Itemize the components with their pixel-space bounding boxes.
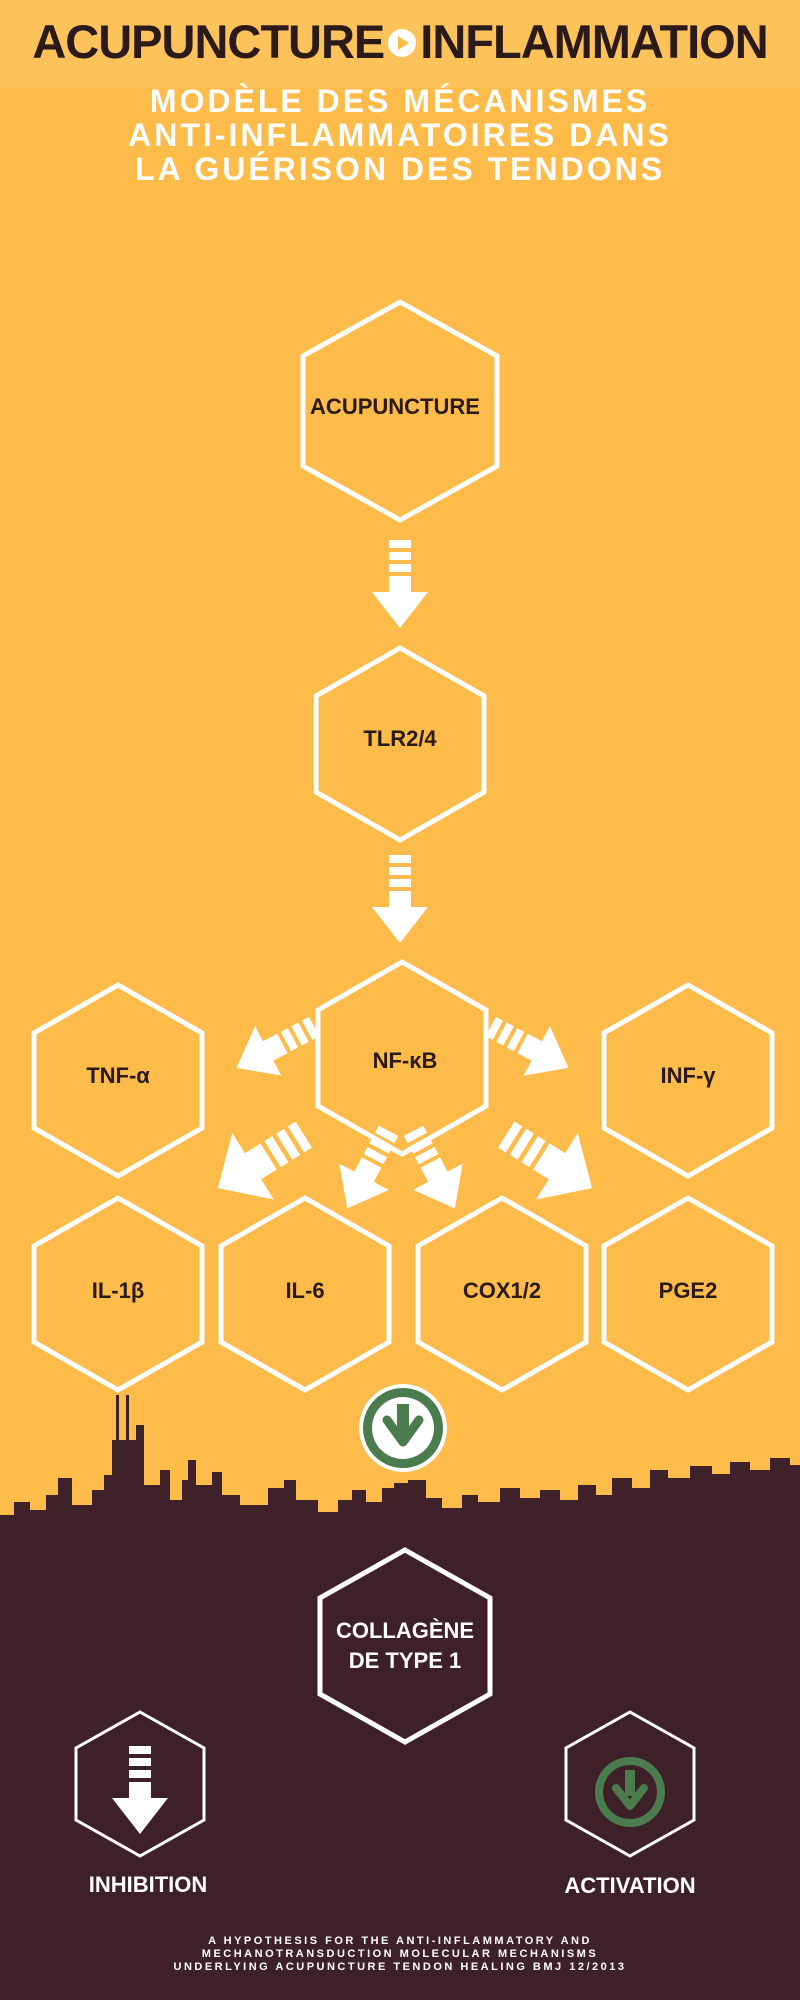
legend-activation-label: ACTIVATION xyxy=(564,1873,695,1898)
node-cox: COX1/2 xyxy=(415,1195,589,1393)
subtitle-line-1: MODÈLE DES MÉCANISMES xyxy=(149,83,651,119)
title-acupuncture: ACUPUNCTURE xyxy=(32,15,385,68)
legend-inhibition-label: INHIBITION xyxy=(89,1872,208,1897)
arrow-nfkb-to-il1b xyxy=(197,1101,325,1222)
footer-band xyxy=(0,1925,800,2000)
arrow-nfkb-to-pge2 xyxy=(485,1101,613,1222)
footer-line-3: UNDERLYING ACUPUNCTURE TENDON HEALING BM… xyxy=(173,1961,627,1973)
node-il1b-label: IL-1β xyxy=(92,1278,145,1303)
node-inf: INF-γ xyxy=(601,982,775,1179)
subtitle-line-3: LA GUÉRISON DES TENDONS xyxy=(134,151,666,187)
subtitle-line-2: ANTI-INFLAMMATOIRES DANS xyxy=(128,117,672,153)
footer-citation: A HYPOTHESIS FOR THE ANTI-INFLAMMATORY A… xyxy=(0,1935,800,1974)
node-pge2: PGE2 xyxy=(601,1195,775,1393)
node-acupuncture: ACUPUNCTURE xyxy=(300,299,500,523)
page-title: ACUPUNCTURE INFLAMMATION xyxy=(0,14,800,70)
arrow-nfkb-to-tnf xyxy=(223,1001,328,1093)
footer-line-2: MECHANOTRANSDUCTION MOLECULAR MECHANISMS xyxy=(201,1948,599,1960)
node-il6: IL-6 xyxy=(218,1195,392,1393)
legend-activation: ACTIVATION xyxy=(564,1710,696,1898)
node-nfkb-label: NF-κB xyxy=(373,1048,438,1073)
node-acupuncture-label: ACUPUNCTURE xyxy=(310,394,480,419)
node-il6-label: IL-6 xyxy=(285,1278,324,1303)
play-circle-icon xyxy=(388,28,417,57)
node-cox-label: COX1/2 xyxy=(463,1278,541,1303)
node-tlr: TLR2/4 xyxy=(313,645,487,843)
node-tnf-label: TNF-α xyxy=(86,1063,150,1088)
node-il1b: IL-1β xyxy=(31,1195,205,1393)
legend-activation-arrow-icon xyxy=(595,1757,665,1827)
arrow-nfkb-to-inf xyxy=(477,1001,582,1093)
title-inflammation: INFLAMMATION xyxy=(420,15,768,68)
node-collagen: COLLAGÈNE DE TYPE 1 xyxy=(317,1547,493,1745)
node-nfkb: NF-κB xyxy=(315,959,489,1157)
arrow-acupuncture-to-tlr xyxy=(372,540,428,628)
activation-arrow-icon xyxy=(359,1384,447,1472)
node-tnf: TNF-α xyxy=(31,982,205,1179)
node-pge2-label: PGE2 xyxy=(659,1278,718,1303)
node-collagen-label-1: COLLAGÈNE xyxy=(336,1618,474,1643)
node-collagen-label-2: DE TYPE 1 xyxy=(349,1648,461,1673)
footer-line-1: A HYPOTHESIS FOR THE ANTI-INFLAMMATORY A… xyxy=(208,1935,592,1947)
subtitle: MODÈLE DES MÉCANISMES ANTI-INFLAMMATOIRE… xyxy=(0,84,800,186)
legend-inhibition: INHIBITION xyxy=(74,1710,208,1897)
arrow-tlr-to-nfkb xyxy=(372,855,428,943)
node-inf-label: INF-γ xyxy=(661,1063,717,1088)
node-tlr-label: TLR2/4 xyxy=(363,726,437,751)
